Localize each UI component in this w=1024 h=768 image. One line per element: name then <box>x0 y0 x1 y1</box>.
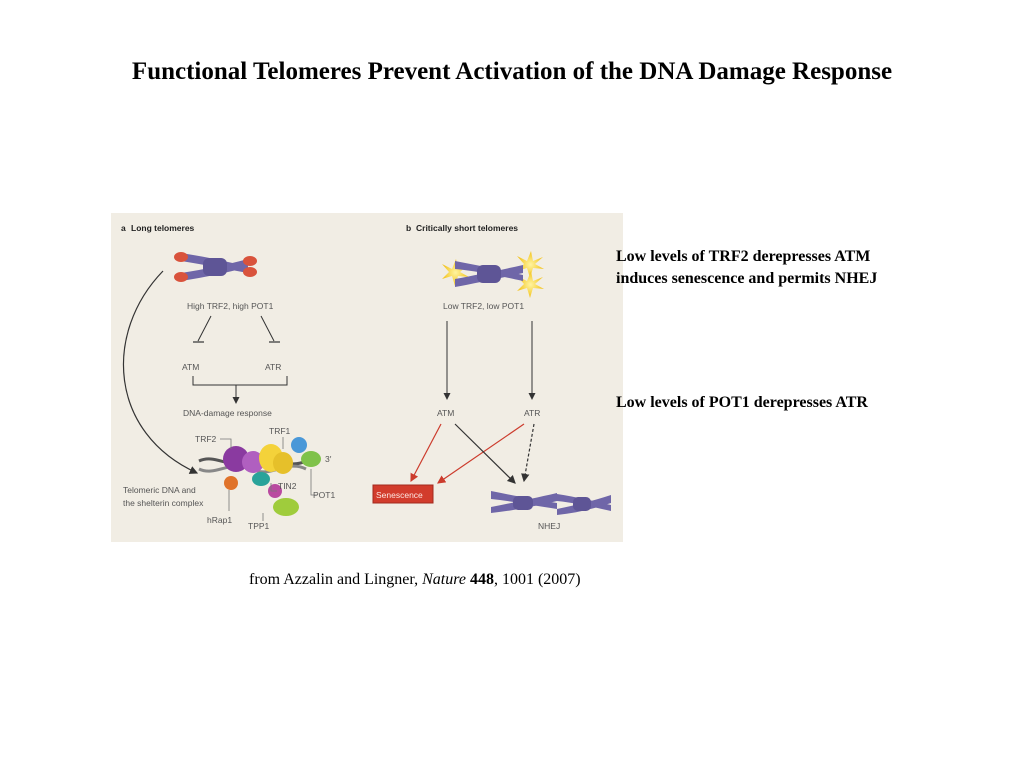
pot1-label: POT1 <box>313 490 335 500</box>
panel-b-heading: Critically short telomeres <box>416 223 518 233</box>
tpp1-label: TPP1 <box>248 521 270 531</box>
telomere-diagram: a Long telomeres High TRF2, high POT1 AT… <box>121 223 611 531</box>
fused-chromosomes <box>491 491 611 515</box>
pot1-leader <box>310 469 317 496</box>
senescence-label: Senescence <box>376 490 423 500</box>
panel-b-condition: Low TRF2, low POT1 <box>443 301 524 311</box>
inhibit-atm-line <box>197 315 212 342</box>
trf2-note-line1: Low levels of TRF2 derepresses ATM <box>616 248 871 265</box>
panel-b-atr: ATR <box>524 408 540 418</box>
panel-a-letter: a <box>121 223 126 233</box>
curved-arrow <box>122 270 199 474</box>
citation-volume: 448 <box>469 571 494 588</box>
citation-prefix: from Azzalin and Lingner, <box>249 571 423 588</box>
shelterin-complex <box>198 437 321 516</box>
trf2-note: Low levels of TRF2 derepresses ATM induc… <box>616 246 877 290</box>
chromosome-short-telomeres <box>442 251 544 298</box>
inhibit-atr-line <box>260 315 275 342</box>
panel-a-response: DNA-damage response <box>183 408 272 418</box>
hrap1-label: hRap1 <box>207 515 232 525</box>
complex-label-line2: the shelterin complex <box>123 498 204 508</box>
trf2-note-line2: induces senescence and permits NHEJ <box>616 270 878 287</box>
panel-b-atm: ATM <box>437 408 454 418</box>
three-prime-label: 3′ <box>325 454 332 464</box>
atm-nhej-arrow <box>454 423 516 484</box>
chromosome-long-telomeres <box>174 252 257 282</box>
trf2-leader <box>220 438 232 449</box>
slide-title: Functional Telomeres Prevent Activation … <box>131 58 893 85</box>
tin2-leader <box>270 483 277 492</box>
citation: from Azzalin and Lingner, Nature 448, 10… <box>249 571 581 589</box>
panel-a-atr: ATR <box>265 362 281 372</box>
telomere-figure: a Long telomeres High TRF2, high POT1 AT… <box>111 213 623 542</box>
panel-b-letter: b <box>406 223 411 233</box>
citation-rest: , 1001 (2007) <box>493 571 581 588</box>
panel-a-heading: Long telomeres <box>131 223 195 233</box>
nhej-label: NHEJ <box>538 521 560 531</box>
complex-label-line1: Telomeric DNA and <box>123 485 196 495</box>
pot1-note: Low levels of POT1 derepresses ATR <box>616 394 868 411</box>
atr-senescence-arrow <box>437 423 525 484</box>
trf1-label: TRF1 <box>269 426 291 436</box>
panel-a-condition: High TRF2, high POT1 <box>187 301 274 311</box>
panel-a-atm: ATM <box>182 362 199 372</box>
trf2-label: TRF2 <box>195 434 217 444</box>
atm-senescence-arrow <box>410 423 442 483</box>
bracket <box>192 376 288 386</box>
tin2-label: TIN2 <box>278 481 297 491</box>
senescence-box <box>372 484 434 504</box>
atr-nhej-dashed-arrow <box>521 423 535 483</box>
citation-journal: Nature <box>422 571 466 588</box>
